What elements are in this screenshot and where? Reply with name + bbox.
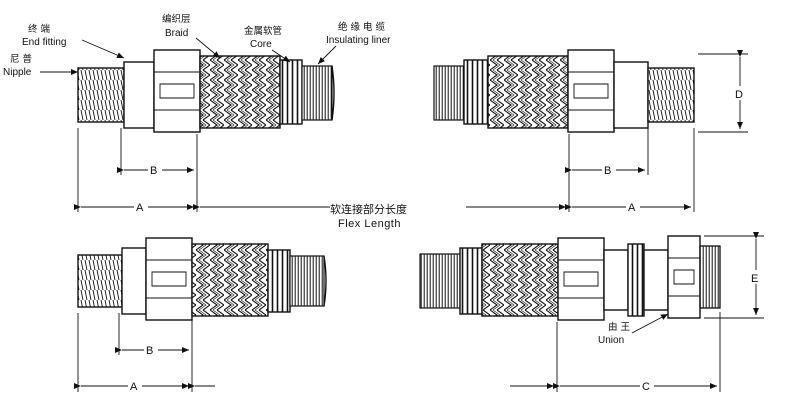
braid-en: Braid — [165, 28, 188, 39]
insulating-liner — [301, 65, 333, 121]
end-fitting — [123, 61, 155, 129]
assembly-top-left — [77, 49, 335, 133]
callouts: 终 端 End fitting 尼 普 Nipple 编织层 Braid 金属软… — [3, 13, 391, 78]
braid-cn: 编织层 — [162, 13, 191, 25]
union-nut — [667, 235, 701, 319]
hex-nut — [153, 49, 201, 133]
core-cn: 金属软管 — [244, 25, 282, 37]
dim-b-label: B — [146, 345, 153, 357]
dim-e-label: E — [751, 273, 758, 285]
dim-a-label: A — [136, 202, 144, 214]
braid — [199, 55, 281, 129]
end-fitting-cn: 终 端 — [28, 23, 51, 35]
assembly-bottom-right — [419, 235, 721, 321]
caption-en: Flex Length — [338, 218, 401, 230]
dim-b-label: B — [604, 165, 611, 177]
dimensions-bottom-right: C E 由 王 Union — [510, 232, 764, 393]
core-en: Core — [250, 39, 272, 50]
liner-en: Insulating liner — [326, 35, 391, 46]
dim-a-label: A — [130, 381, 138, 393]
nipple-thread — [77, 67, 125, 123]
liner-cn: 绝 缘 电 缆 — [338, 21, 386, 33]
core — [279, 59, 303, 125]
union-en: Union — [598, 335, 624, 346]
end-fitting-en: End fitting — [22, 37, 66, 48]
union-cn: 由 王 — [608, 321, 631, 333]
assembly-top-right — [433, 49, 695, 133]
caption-cn: 软连接部分长度 — [330, 202, 407, 216]
dimensions-bottom-left: B A — [74, 313, 215, 393]
dim-c-label: C — [642, 381, 650, 393]
dim-d-label: D — [735, 89, 743, 101]
nipple-cn: 尼 普 — [10, 53, 33, 65]
dim-b-label: B — [150, 165, 157, 177]
dimensions-top-left: B A — [74, 128, 330, 214]
dim-a-label: A — [628, 202, 636, 214]
dimensions-top-right: B A D — [466, 50, 748, 214]
assembly-bottom-left — [77, 237, 327, 321]
flex-length-caption: 软连接部分长度 Flex Length — [330, 202, 407, 230]
nipple-en: Nipple — [3, 67, 32, 78]
union-ring — [627, 243, 645, 317]
